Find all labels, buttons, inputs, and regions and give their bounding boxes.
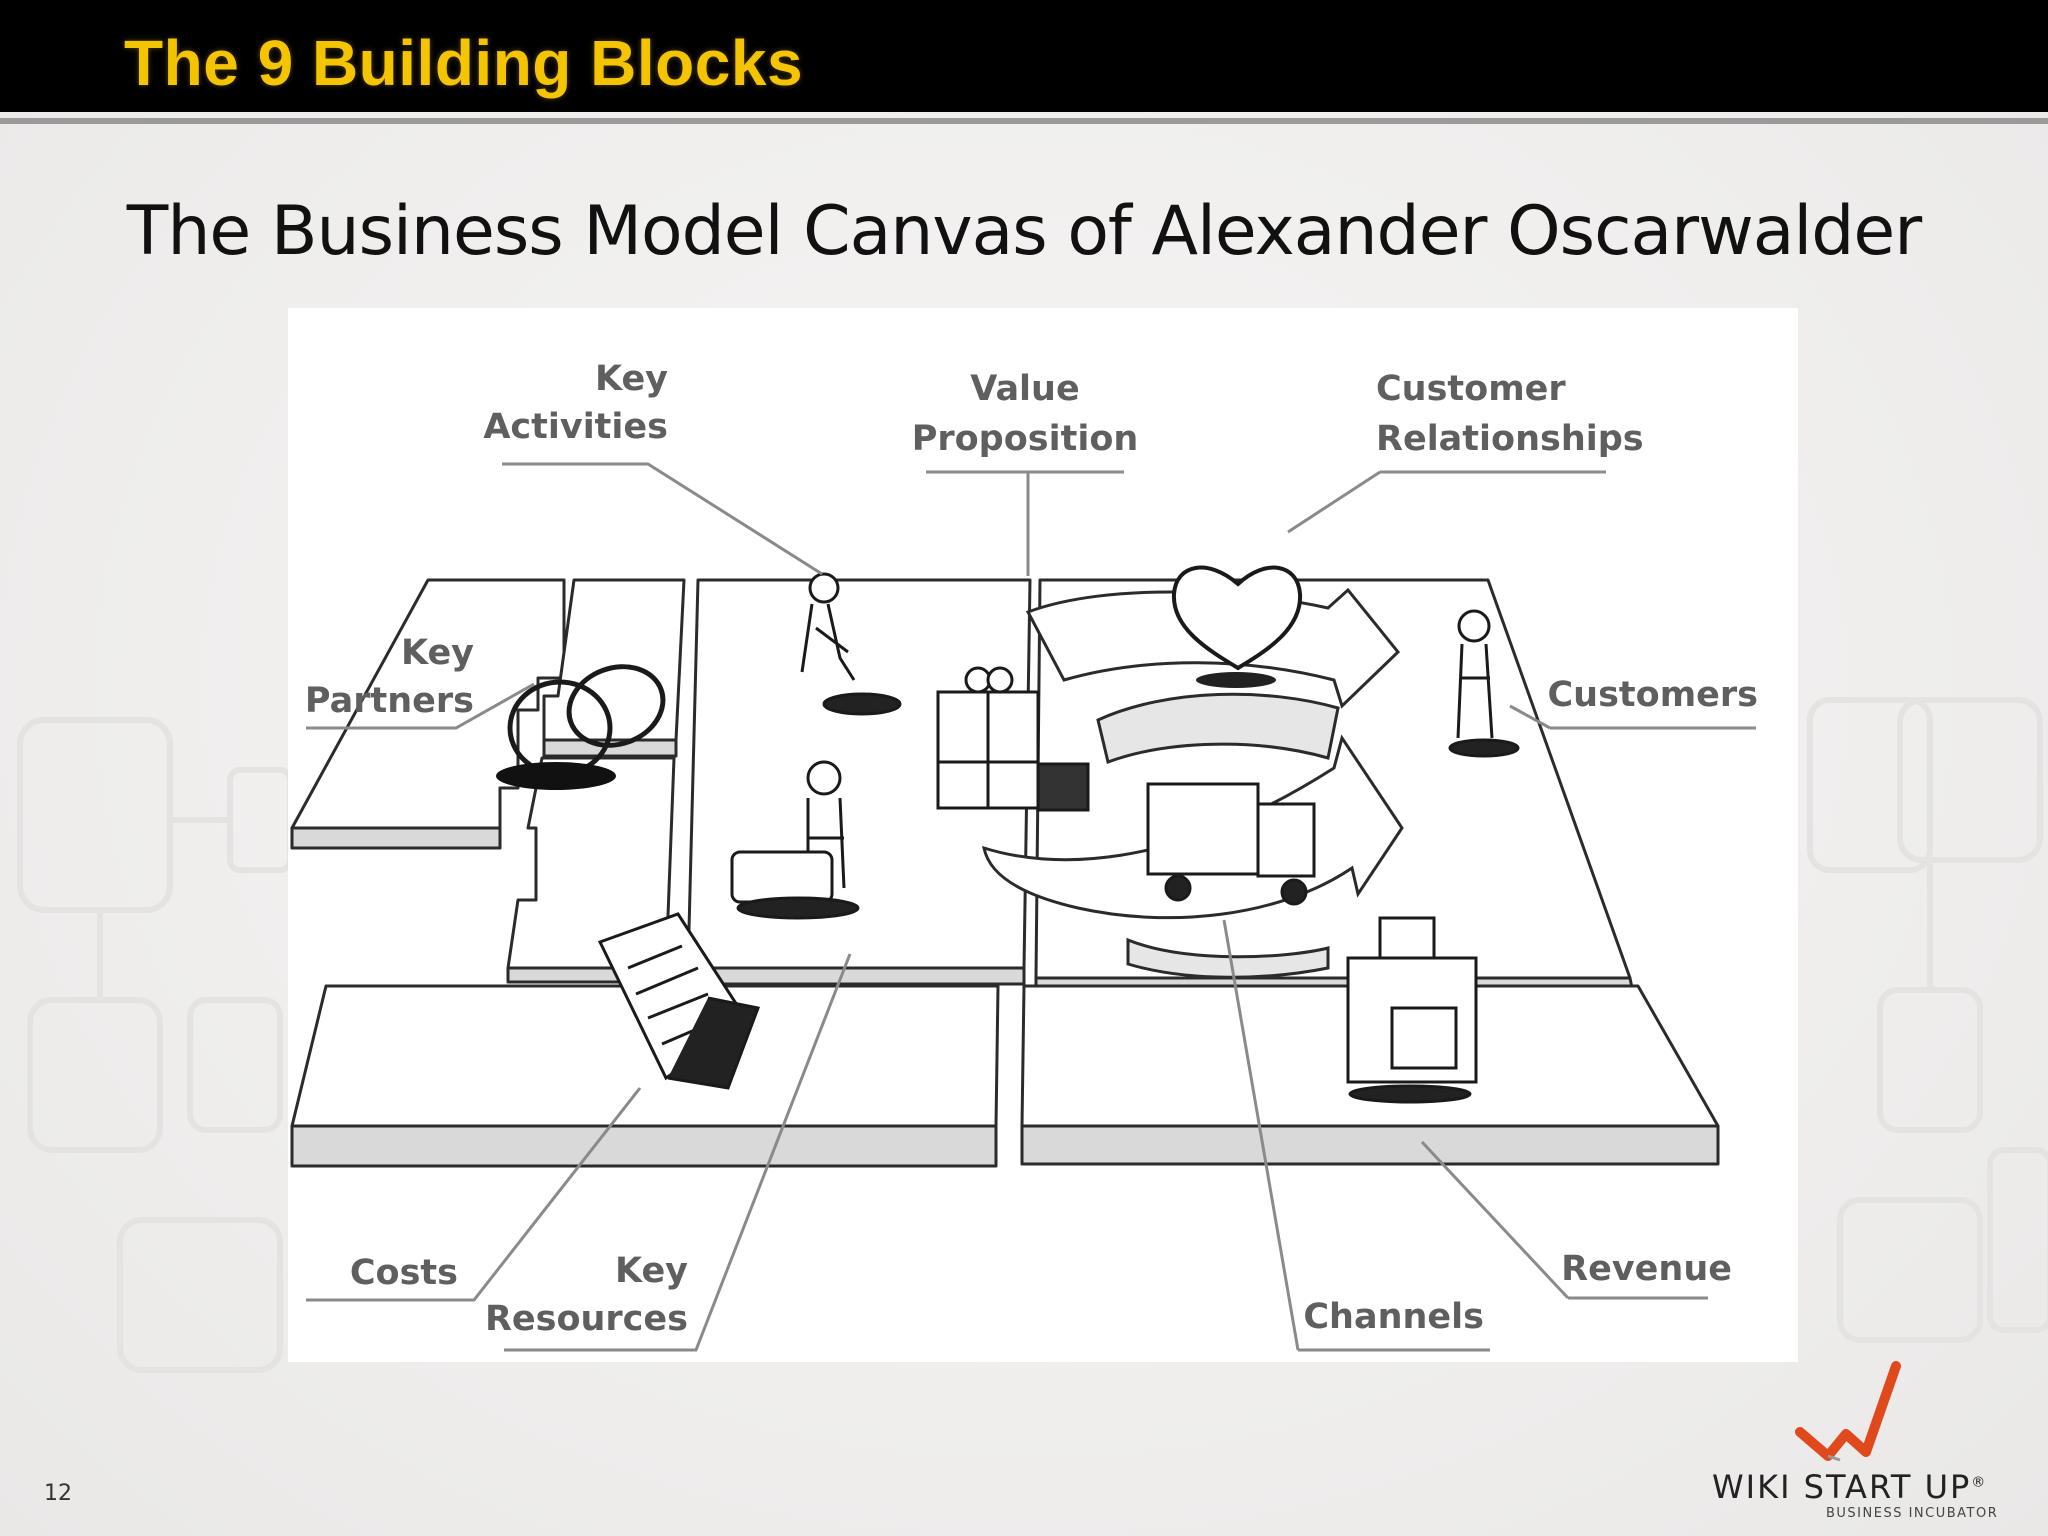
label-costs: Costs xyxy=(350,1253,458,1293)
label-revenue: Revenue xyxy=(1561,1249,1732,1289)
slide-subtitle: The Business Model Canvas of Alexander O… xyxy=(126,192,1922,271)
cash-register-icon xyxy=(1346,916,1478,1104)
label-customer-relationships-line2: Relationships xyxy=(1376,419,1644,459)
brand-tagline: BUSINESS INCUBATOR xyxy=(1826,1506,1999,1521)
wiki-start-up-logo-mark xyxy=(1795,1361,1901,1462)
document-icon xyxy=(597,912,761,1090)
digging-person-icon xyxy=(800,572,902,716)
label-value-proposition-line1: Value xyxy=(970,369,1079,409)
key-resources-block xyxy=(506,756,676,970)
rings-icon xyxy=(496,664,666,790)
title-bar: The 9 Building Blocks xyxy=(0,0,2048,112)
leader-lines xyxy=(306,462,1756,1352)
label-key-partners-line1: Key xyxy=(401,633,474,673)
brand-name: WIKI START UP® xyxy=(1712,1468,1988,1506)
title-divider xyxy=(0,118,2048,124)
label-key-activities-line2: Activities xyxy=(483,407,668,447)
label-key-resources-line1: Key xyxy=(615,1251,688,1291)
truck-icon xyxy=(1146,782,1316,906)
page-number: 12 xyxy=(44,1481,72,1506)
label-channels: Channels xyxy=(1303,1297,1484,1337)
customer-person-icon xyxy=(1448,609,1520,758)
label-key-partners-line2: Partners xyxy=(305,681,474,721)
heart-icon xyxy=(1171,565,1303,688)
label-key-activities-line1: Key xyxy=(595,359,668,399)
label-value-proposition-line2: Proposition xyxy=(912,419,1139,459)
label-customers: Customers xyxy=(1547,675,1758,715)
business-model-canvas-illustration: Key Activities Value Proposition Custome… xyxy=(288,308,1798,1362)
gift-box-icon xyxy=(936,666,1090,812)
worker-person-icon xyxy=(730,760,860,920)
canvas-diagram: Key Activities Value Proposition Custome… xyxy=(290,359,1758,1352)
label-key-resources-line2: Resources xyxy=(485,1299,688,1339)
slide-title: The 9 Building Blocks xyxy=(124,27,804,99)
diagram-labels: Key Activities Value Proposition Custome… xyxy=(305,359,1758,1339)
label-customer-relationships-line1: Customer xyxy=(1376,369,1566,409)
